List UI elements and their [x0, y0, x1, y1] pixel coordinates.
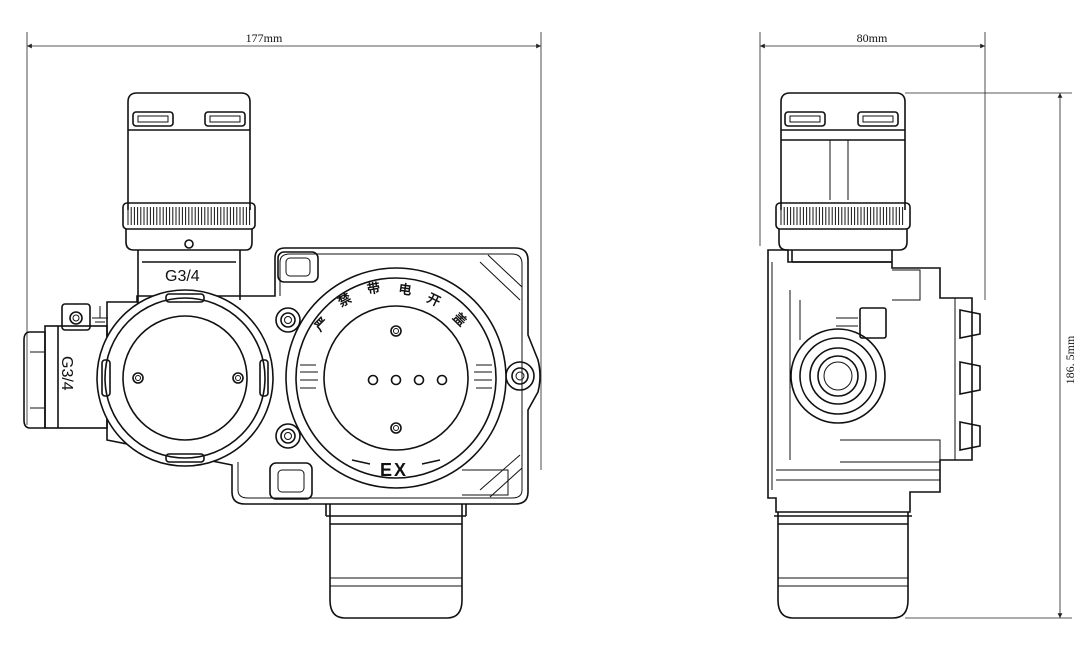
warn-char-3: 带 [366, 280, 382, 298]
dim-label-height: 186. 5mm [1063, 335, 1077, 384]
warn-char-5: 开 [424, 291, 442, 310]
display-cover: 严 禁 带 电 开 盖 EX [285, 267, 507, 489]
side-housing [767, 249, 981, 513]
dim-label-front-width: 177mm [246, 31, 283, 45]
thread-label-top: G3/4 [165, 268, 200, 285]
front-view: 177mm G3/4 G3/4 [23, 31, 542, 619]
left-cable-gland: G3/4 [23, 303, 108, 429]
thread-label-left: G3/4 [58, 356, 75, 391]
top-sensor-cap: G3/4 [122, 92, 256, 305]
knurl-ring [780, 207, 904, 225]
side-top-cap [775, 92, 911, 263]
ex-mark: EX [380, 460, 408, 480]
side-bottom-sensor [774, 512, 912, 619]
side-view: 80mm 186. 5mm [759, 31, 1077, 619]
dimension-front-width: 177mm [26, 31, 542, 470]
ground-symbol-icon [92, 306, 108, 327]
dimension-side-width: 80mm [759, 31, 986, 300]
junction-cover [96, 289, 274, 467]
bottom-sensor [325, 504, 467, 619]
dimension-height: 186. 5mm [905, 92, 1077, 619]
warn-char-4: 电 [397, 281, 412, 299]
knurl-ring [127, 207, 251, 225]
main-housing [106, 247, 541, 505]
dim-label-side-width: 80mm [857, 31, 888, 45]
